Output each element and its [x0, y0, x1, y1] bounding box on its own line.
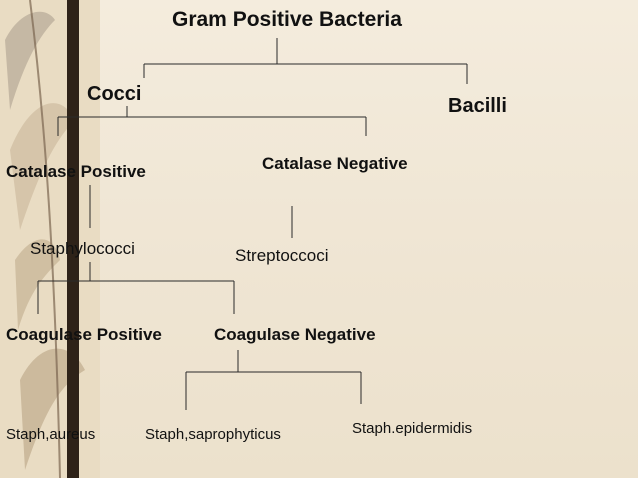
node-cocci: Cocci: [87, 83, 142, 105]
node-staph-saprophyticus: Staph,saprophyticus: [145, 426, 281, 443]
node-catalase-positive: Catalase Positive: [6, 162, 146, 181]
node-staph-epidermidis: Staph.epidermidis: [352, 420, 473, 437]
node-coagulase-negative: Coagulase Negative: [214, 325, 376, 344]
node-streptococci: Streptoccoci: [235, 246, 329, 265]
node-gram-positive-bacteria: Gram Positive Bacteria: [172, 8, 402, 31]
node-staph-aureus: Staph,aureus: [6, 426, 96, 443]
node-bacilli: Bacilli: [448, 95, 507, 117]
node-coagulase-positive: Coagulase Positive: [6, 325, 162, 344]
node-staphylococci: Staphylococci: [30, 239, 135, 258]
node-catalase-negative: Catalase Negative: [262, 154, 408, 173]
